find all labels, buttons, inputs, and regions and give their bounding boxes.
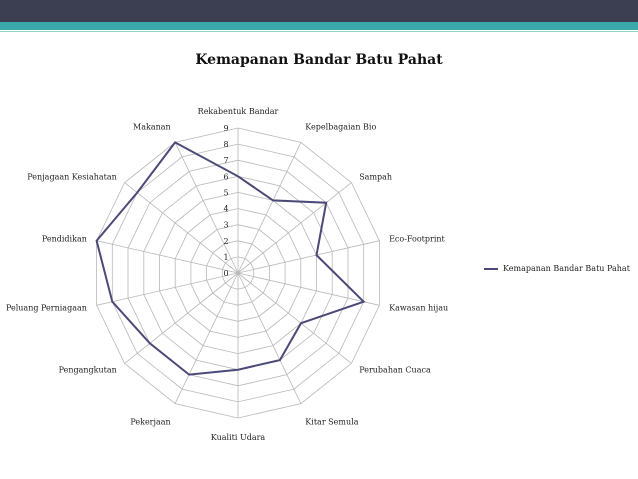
axis-label: Kepelbagaian Bio [305,122,376,131]
axis-label: Kawasan hijau [389,304,448,313]
slide-accent-bar [0,22,638,30]
grid-spoke [237,272,380,306]
axis-label: Rekabentuk Bandar [198,107,279,116]
axis-label: Pendidikan [42,235,87,244]
axis-label: Pengangkutan [59,366,117,375]
axis-label: Sampah [359,172,392,181]
axis-label: Eco-Footprint [389,235,445,244]
series-line [95,141,366,376]
axis-label: Pekerjaan [130,418,170,427]
grid-spoke [237,182,352,274]
tick-label: 4 [223,205,228,214]
tick-label: 9 [223,124,228,133]
grid-spoke [96,240,239,274]
axis-label: Kitar Semula [305,418,358,427]
grid-spoke [124,272,239,364]
grid-spoke [124,182,239,274]
grid-spoke [96,272,239,306]
chart-legend: Kemapanan Bandar Batu Pahat [484,264,630,273]
chart-title: Kemapanan Bandar Batu Pahat [195,52,443,68]
axis-label: Penjagaan Kesiahatan [27,172,117,181]
axis-label: Peluang Perniagaan [6,304,87,313]
grid-spoke [174,142,239,274]
slide-header-bar [0,0,638,22]
tick-label: 2 [223,237,228,246]
axis-label: Makanan [133,122,171,131]
grid-spoke [237,142,302,274]
legend-line-swatch [484,267,498,270]
tick-label: 7 [223,156,228,165]
legend-label: Kemapanan Bandar Batu Pahat [503,264,630,273]
tick-label: 3 [223,221,228,230]
grid-spoke [237,272,302,404]
slide-accent-line [0,31,638,32]
tick-label: 6 [223,172,228,181]
grid-spoke [237,240,380,274]
tick-label: 0 [223,269,228,278]
axis-label: Kualiti Udara [211,433,266,442]
grid-spoke [237,272,352,364]
tick-label: 5 [223,188,228,197]
tick-label: 1 [223,253,228,262]
axis-label: Perubahan Cuaca [359,366,431,375]
grid-spoke [174,272,239,404]
tick-label: 8 [223,140,228,149]
